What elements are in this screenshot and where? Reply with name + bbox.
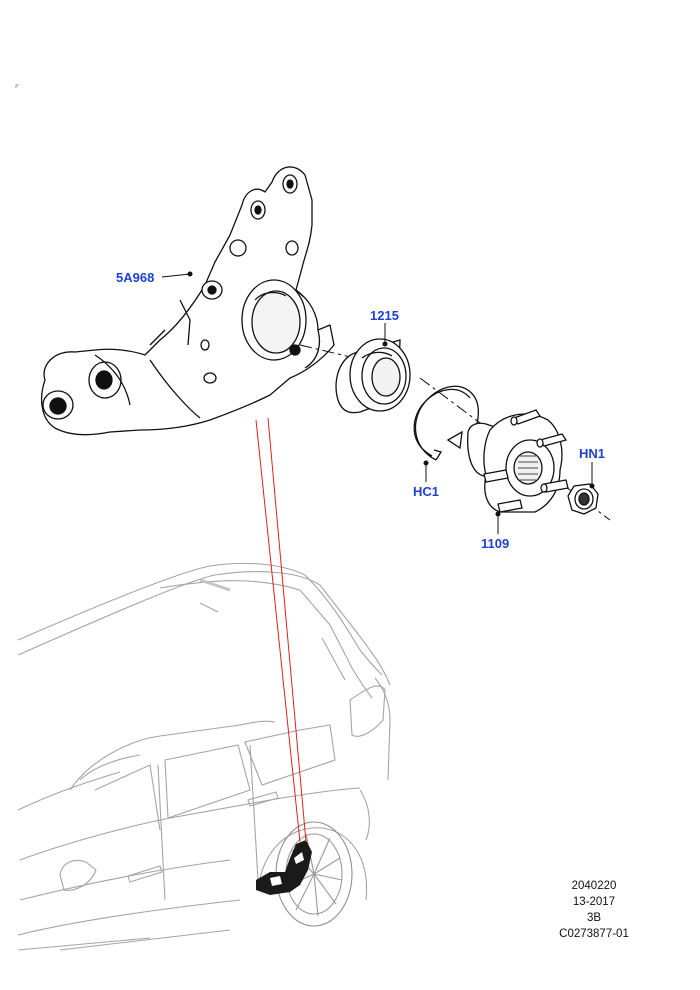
- bearing-drawing: [335, 338, 411, 414]
- illustration-info-block: 2040220 13-2017 3B C0273877-01: [554, 878, 634, 942]
- illustration-section: 3B: [586, 912, 602, 924]
- callout-hc1[interactable]: HC1: [413, 484, 440, 499]
- hub-nut-drawing: [567, 483, 599, 515]
- vehicle-knuckle-highlight: [256, 840, 312, 895]
- callout-1215[interactable]: 1215: [370, 308, 399, 323]
- knuckle-drawing: [41, 166, 335, 436]
- hub-drawing: [467, 409, 569, 513]
- circlip-drawing: [413, 385, 480, 461]
- location-leader-lines: [255, 417, 307, 843]
- callout-5a968[interactable]: 5A968: [116, 270, 155, 285]
- vehicle-outline: [17, 562, 391, 951]
- callout-1109[interactable]: 1109: [481, 536, 510, 551]
- illustration-number: 2040220: [571, 880, 617, 892]
- corner-crop-mark-icon: [15, 84, 19, 88]
- callout-leaders: [161, 271, 595, 534]
- illustration-reference: C0273877-01: [559, 928, 629, 940]
- illustration-date: 13-2017: [572, 896, 616, 908]
- callout-hn1[interactable]: HN1: [579, 446, 606, 461]
